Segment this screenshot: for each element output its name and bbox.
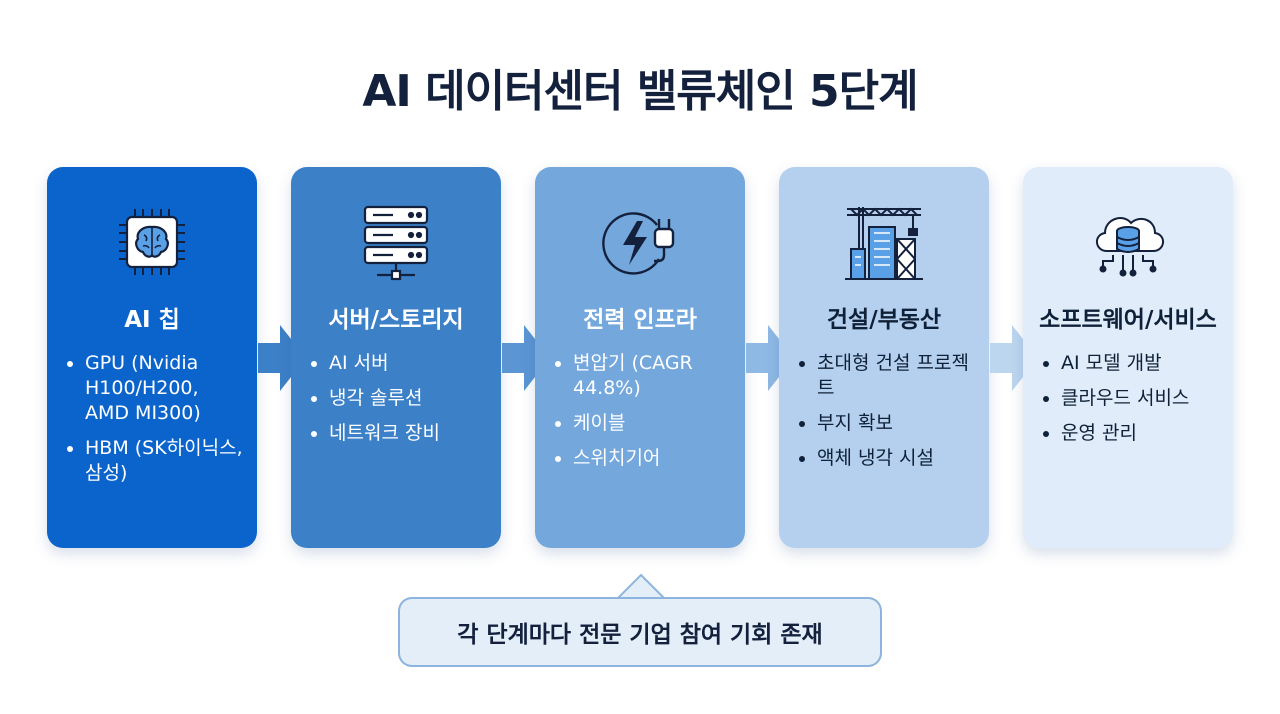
list-item: 운영 관리	[1061, 421, 1223, 446]
stage-item-list: AI 서버 냉각 솔루션 네트워크 장비	[309, 351, 491, 456]
stage-title: 건설/부동산	[826, 307, 942, 333]
stage-card-server-storage: 서버/스토리지 AI 서버 냉각 솔루션 네트워크 장비	[291, 167, 501, 548]
list-item: 스위치기어	[573, 446, 735, 471]
list-item: AI 서버	[329, 351, 491, 376]
cloud-database-icon	[1023, 197, 1233, 287]
callout-text: 각 단계마다 전문 기업 참여 기회 존재	[457, 622, 823, 648]
list-item: 클라우드 서비스	[1061, 386, 1223, 411]
stage-title: 전력 인프라	[583, 307, 697, 333]
stage-item-list: GPU (Nvidia H100/H200, AMD MI300) HBM (S…	[65, 351, 247, 496]
list-item: 초대형 건설 프로젝트	[817, 351, 979, 401]
stage-item-list: AI 모델 개발 클라우드 서비스 운영 관리	[1041, 351, 1223, 456]
list-item: 냉각 솔루션	[329, 386, 491, 411]
stage-title: 서버/스토리지	[328, 307, 464, 333]
list-item: 변압기 (CAGR 44.8%)	[573, 351, 735, 401]
list-item: GPU (Nvidia H100/H200, AMD MI300)	[85, 351, 247, 426]
arrow-right-icon	[502, 325, 550, 391]
server-rack-icon	[291, 197, 501, 287]
list-item: 부지 확보	[817, 411, 979, 436]
stage-card-ai-chip: AI 칩 GPU (Nvidia H100/H200, AMD MI300) H…	[47, 167, 257, 548]
arrow-right-icon	[258, 325, 306, 391]
callout-pointer	[616, 574, 666, 600]
stage-card-construction: 건설/부동산 초대형 건설 프로젝트 부지 확보 액체 냉각 시설	[779, 167, 989, 548]
page-title: AI 데이터센터 밸류체인 5단계	[362, 66, 918, 117]
stage-title: 소프트웨어/서비스	[1039, 307, 1217, 333]
construction-crane-icon	[779, 197, 989, 287]
list-item: HBM (SK하이닉스, 삼성)	[85, 436, 247, 486]
arrow-right-icon	[746, 325, 794, 391]
stage-item-list: 변압기 (CAGR 44.8%) 케이블 스위치기어	[553, 351, 735, 481]
callout-box: 각 단계마다 전문 기업 참여 기회 존재	[398, 597, 882, 667]
stage-card-software-services: 소프트웨어/서비스 AI 모델 개발 클라우드 서비스 운영 관리	[1023, 167, 1233, 548]
ai-chip-icon	[47, 197, 257, 287]
list-item: 네트워크 장비	[329, 421, 491, 446]
arrow-right-icon	[990, 325, 1038, 391]
stage-card-power-infra: 전력 인프라 변압기 (CAGR 44.8%) 케이블 스위치기어	[535, 167, 745, 548]
list-item: 케이블	[573, 411, 735, 436]
power-plug-icon	[535, 197, 745, 287]
stage-item-list: 초대형 건설 프로젝트 부지 확보 액체 냉각 시설	[797, 351, 979, 481]
list-item: 액체 냉각 시설	[817, 446, 979, 471]
list-item: AI 모델 개발	[1061, 351, 1223, 376]
stage-title: AI 칩	[124, 307, 180, 333]
